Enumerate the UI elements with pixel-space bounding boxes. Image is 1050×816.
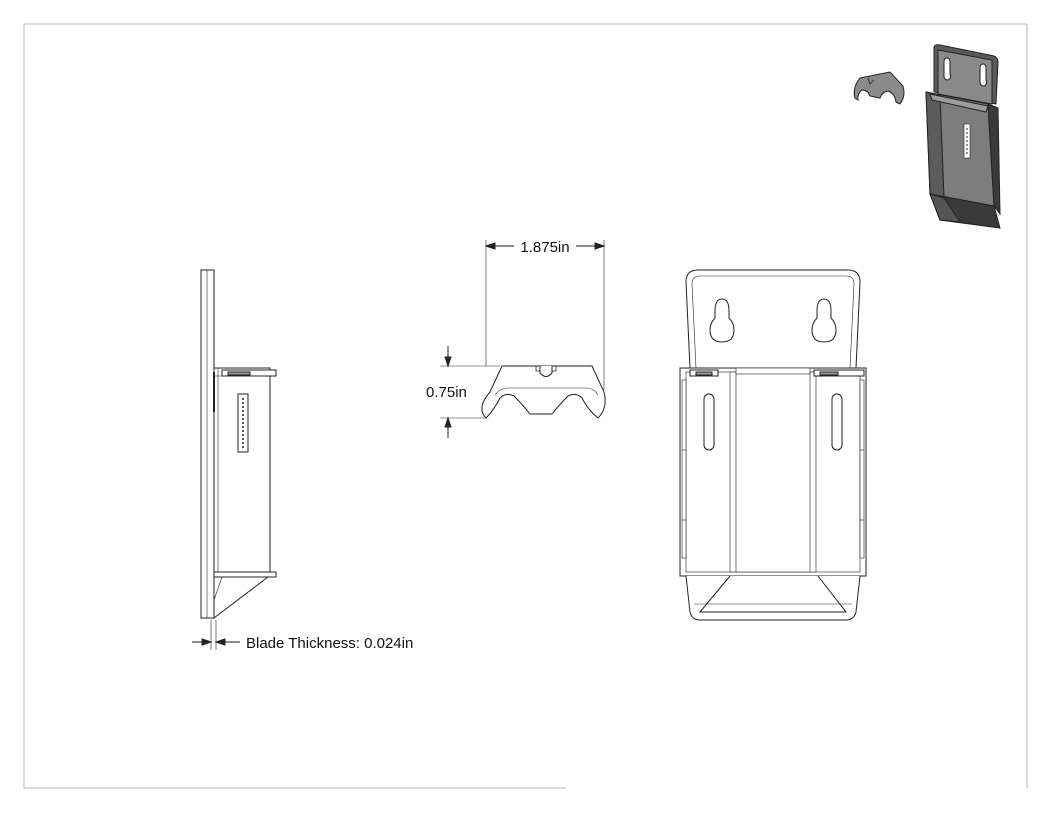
height-dimension	[440, 346, 500, 438]
isometric-view	[853, 44, 1001, 229]
blade-thickness-label: Blade Thickness: 0.024in	[246, 635, 413, 652]
sheet-border	[23, 23, 1028, 789]
front-view	[679, 269, 867, 621]
blade-view	[481, 365, 606, 419]
length-dimension	[484, 240, 606, 390]
blade-length-label: 1.875in	[520, 239, 569, 256]
blade-height-label: 0.75in	[426, 384, 467, 401]
thickness-dimension	[192, 620, 240, 650]
side-view	[200, 269, 277, 620]
